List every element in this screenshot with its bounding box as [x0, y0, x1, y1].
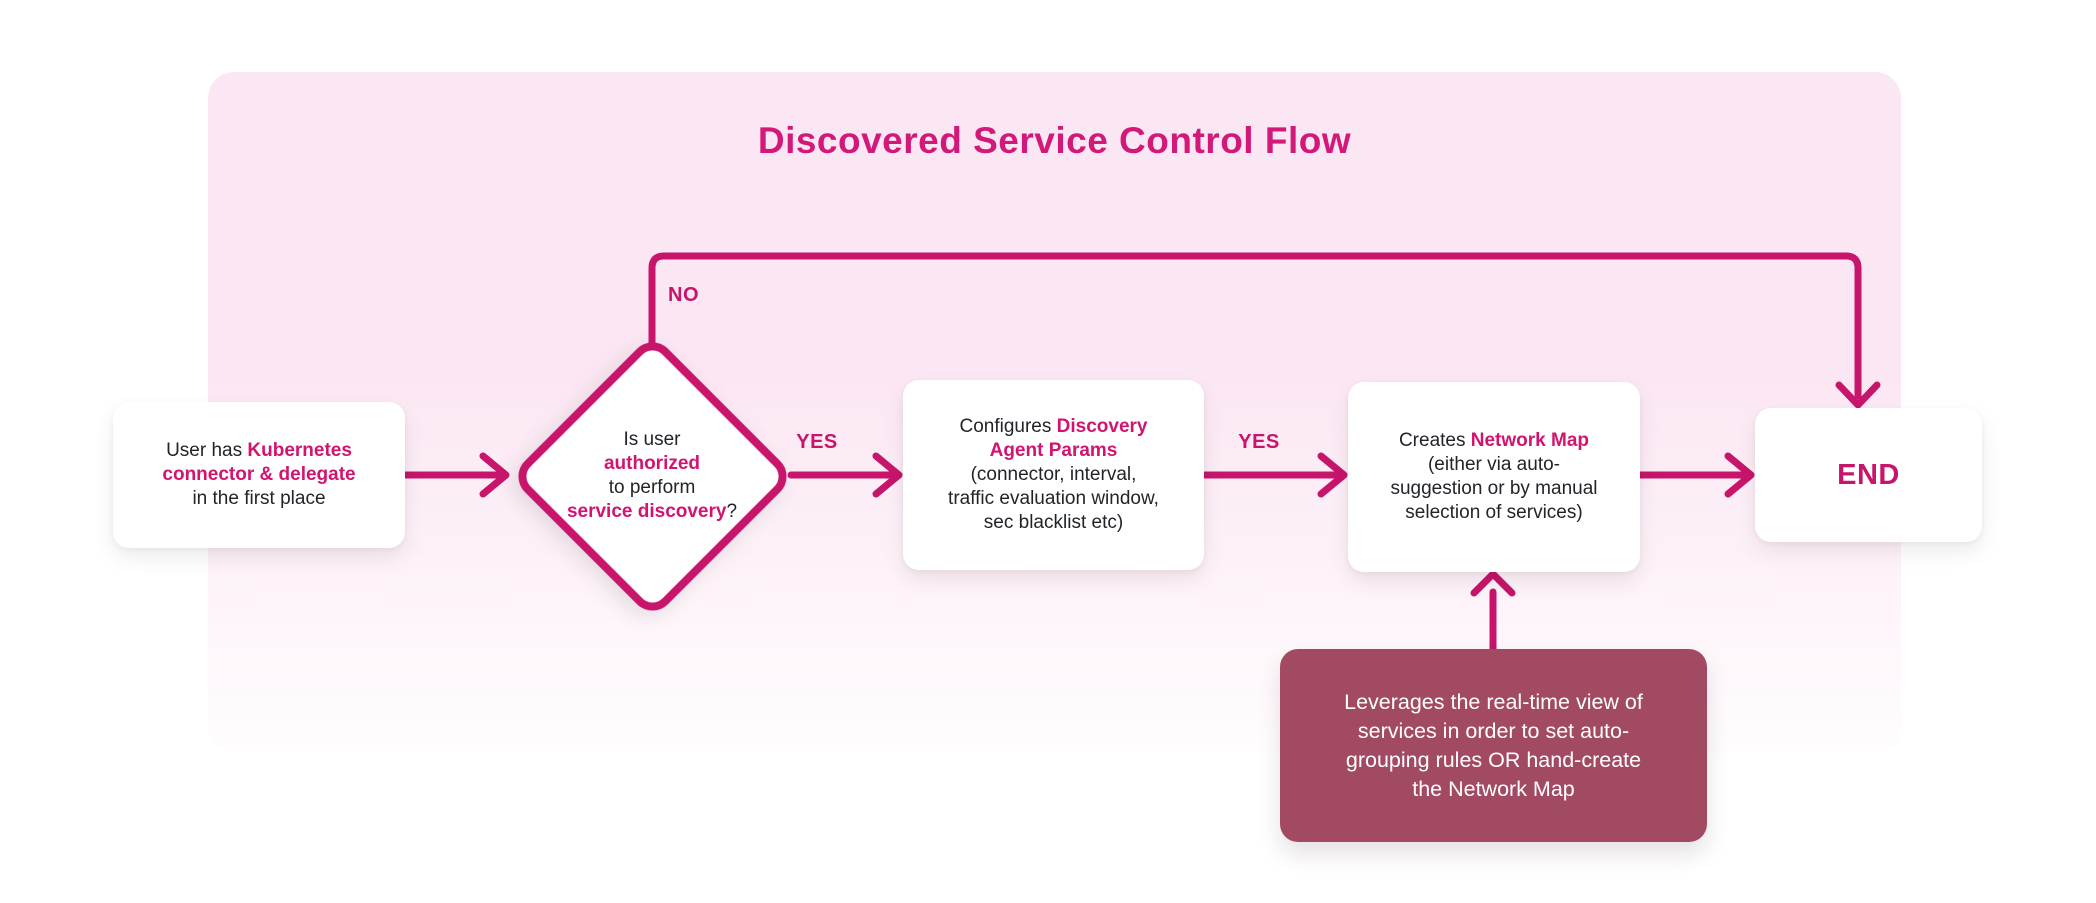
- configure-line1-accent: Discovery: [1056, 416, 1148, 437]
- node-create-text: Creates Network Map (either via auto- su…: [1390, 429, 1597, 525]
- node-start-text: User has Kubernetes connector & delegate…: [162, 439, 355, 511]
- decision-line2-accent: authorized: [603, 453, 701, 474]
- create-line1-normal: Creates: [1398, 430, 1471, 451]
- node-end: END: [1755, 408, 1982, 542]
- branch-label-yes-1: YES: [796, 431, 838, 453]
- note-leverages-realtime-view: Leverages the real-time view of services…: [1280, 649, 1707, 842]
- configure-line5: sec blacklist etc): [983, 512, 1124, 533]
- diagram-title: Discovered Service Control Flow: [757, 120, 1352, 161]
- start-line1-normal: User has: [166, 440, 248, 461]
- note-line4: the Network Map: [1412, 776, 1575, 801]
- note-text: Leverages the real-time view of services…: [1344, 688, 1643, 804]
- decision-line4-accent: service discovery: [566, 501, 727, 522]
- start-line1-accent: Kubernetes: [247, 440, 352, 461]
- end-label: END: [1837, 459, 1900, 491]
- note-line1: Leverages the real-time view of: [1344, 689, 1643, 714]
- note-line3: grouping rules OR hand-create: [1345, 747, 1642, 772]
- create-line1-accent: Network Map: [1470, 430, 1590, 451]
- branch-label-yes-2: YES: [1238, 431, 1280, 453]
- node-configure-text: Configures Discovery Agent Params (conne…: [948, 415, 1159, 535]
- note-line2: services in order to set auto-: [1357, 718, 1630, 743]
- start-line2-accent: connector & delegate: [162, 464, 356, 485]
- node-decision-authorized: Is user authorized to perform service di…: [532, 428, 772, 524]
- node-configure-discovery-agent-params: Configures Discovery Agent Params (conne…: [903, 380, 1204, 570]
- configure-line2-accent: Agent Params: [989, 440, 1118, 461]
- decision-line1: Is user: [623, 429, 681, 450]
- decision-line3: to perform: [608, 477, 696, 498]
- start-line3: in the first place: [192, 488, 326, 509]
- create-line4: selection of services): [1405, 502, 1583, 523]
- branch-label-no: NO: [668, 284, 699, 306]
- decision-line4-suffix: ?: [726, 501, 738, 522]
- create-line2: (either via auto-: [1427, 454, 1560, 475]
- configure-line3: (connector, interval,: [970, 464, 1137, 485]
- configure-line1-normal: Configures: [959, 416, 1057, 437]
- create-line3: suggestion or by manual: [1390, 478, 1598, 499]
- configure-line4: traffic evaluation window,: [948, 488, 1159, 509]
- node-create-network-map: Creates Network Map (either via auto- su…: [1348, 382, 1640, 572]
- node-start-kubernetes-connector: User has Kubernetes connector & delegate…: [113, 402, 405, 548]
